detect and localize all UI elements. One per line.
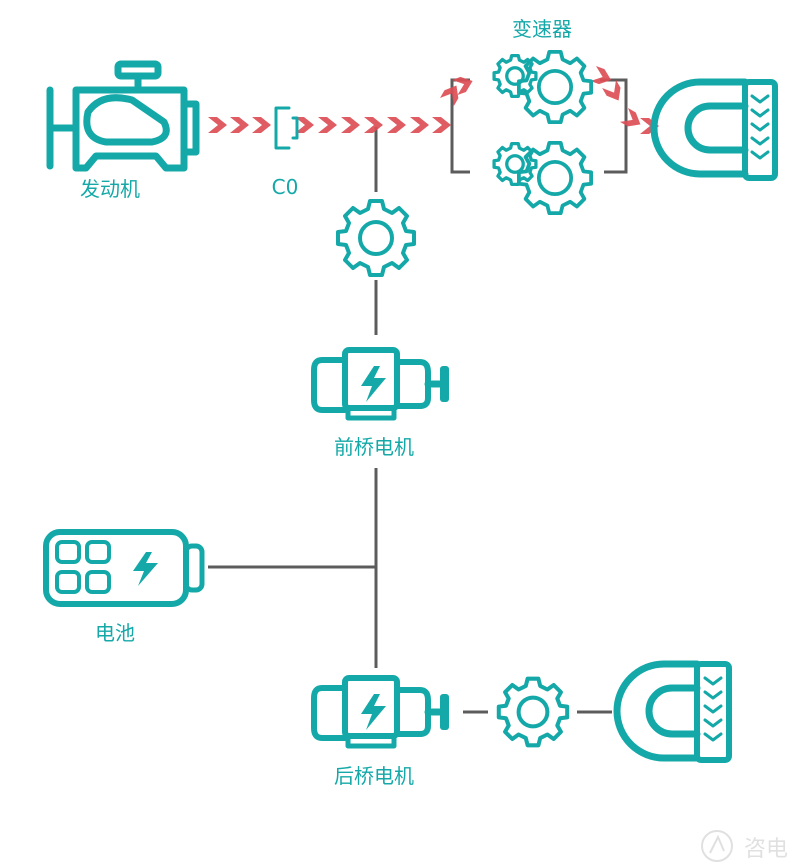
battery-label: 电池 <box>95 621 135 645</box>
battery-icon <box>43 529 205 607</box>
front-motor-label: 前桥电机 <box>334 435 414 459</box>
rear-gear-icon <box>499 679 567 746</box>
rear-wheel-icon <box>613 660 732 763</box>
rear-motor-label: 后桥电机 <box>334 764 414 788</box>
engine-icon <box>46 60 200 172</box>
front-gear-icon <box>336 199 416 277</box>
rear-motor-icon <box>311 675 449 749</box>
transmission-label: 变速器 <box>512 17 572 41</box>
engine-label: 发动机 <box>80 177 140 201</box>
transmission-output-bracket <box>600 78 628 174</box>
clutch-icon <box>274 106 299 150</box>
watermark: 咨电 <box>701 830 788 862</box>
watermark-text: 咨电 <box>744 837 788 862</box>
front-wheel-icon <box>650 78 778 181</box>
clutch-label: C0 <box>272 175 299 199</box>
transmission-icon <box>492 49 593 216</box>
front-motor-icon <box>311 347 449 421</box>
